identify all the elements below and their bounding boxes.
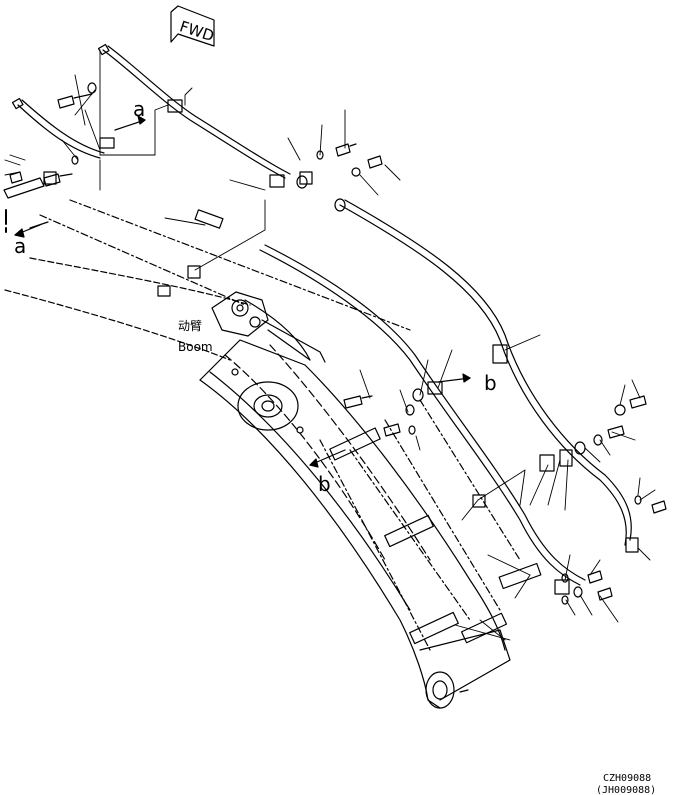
- section-label-a-left: a: [14, 234, 26, 258]
- leader-lines: [4, 49, 656, 641]
- section-label-b-left: b: [318, 472, 331, 496]
- boom-bracket: [211, 291, 326, 363]
- drawing-code-alt: (JH009088): [596, 785, 656, 795]
- section-arrows: [14, 115, 471, 468]
- fwd-label: FWD: [177, 17, 216, 45]
- boom-boss: [231, 368, 304, 434]
- boom-body: [4, 257, 511, 709]
- part-label-cn: 动臂: [178, 319, 202, 333]
- fwd-arrow-icon: FWD: [170, 5, 216, 47]
- section-label-b-right: b: [484, 371, 497, 395]
- bolt-set: [43, 82, 667, 605]
- clamp-set: [43, 99, 639, 645]
- bracket-left: [3, 171, 49, 233]
- drawing-code: CZH09088: [603, 773, 651, 784]
- part-label-en: Boom: [178, 340, 213, 354]
- routing-lines: [39, 199, 521, 651]
- hose-lower: [11, 97, 586, 586]
- hose-upper: [97, 43, 632, 546]
- section-label-a-top: a: [133, 97, 145, 121]
